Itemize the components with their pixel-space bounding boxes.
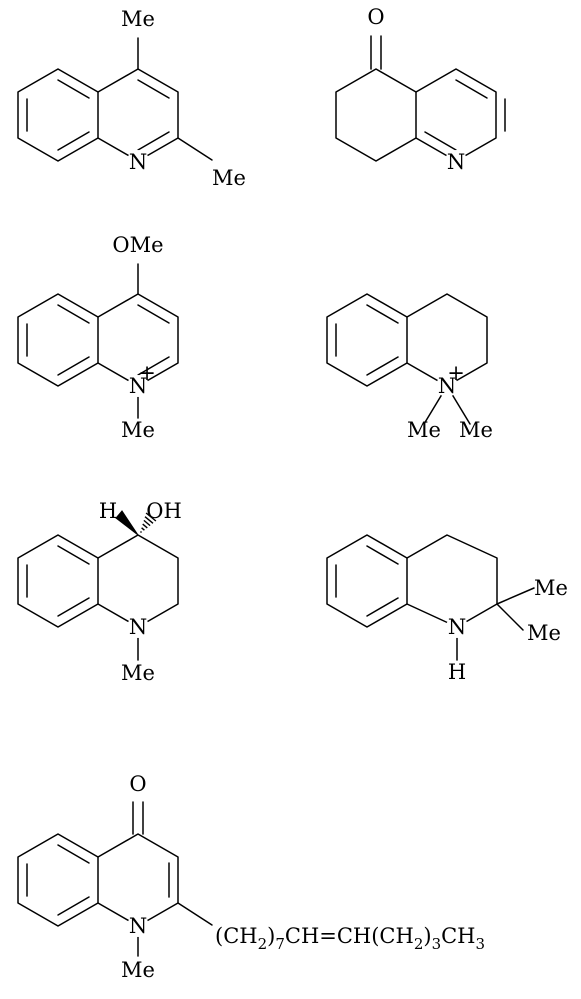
positive-charge: + [138,361,156,385]
atom-nitrogen: N [438,374,456,398]
label-methyl: Me [121,418,155,442]
atom-nitrogen: N [129,374,147,398]
wedge-bond [115,510,139,536]
atom-nitrogen: N [129,615,147,639]
atom-nitrogen: N [129,150,147,174]
molecule-dihydroquinolinone: N O [335,5,506,174]
molecule-hydroxy-methyl-tetrahydroquinoline: N H OH Me [17,499,182,685]
label-methyl: Me [527,621,561,645]
label-methyl: Me [121,661,155,685]
hashed-bond [140,512,157,533]
molecule-dimethyl-tetrahydroquinolinium: N + Me Me [326,293,493,442]
label-methoxy: OMe [112,233,163,257]
atom-nitrogen: N [448,615,466,639]
atom-oxygen: O [129,772,146,796]
label-hydrogen: H [99,499,117,523]
label-methyl: Me [121,7,155,31]
label-hydrogen: H [448,660,466,684]
label-methyl: Me [459,418,493,442]
positive-charge: + [447,361,465,385]
atom-nitrogen: N [447,150,465,174]
label-hydroxyl: OH [146,499,182,523]
atom-nitrogen: N [129,914,147,938]
label-methyl: Me [534,576,568,600]
atom-oxygen: O [367,5,384,29]
molecule-methoxy-methylquinolinium: N + OMe Me [17,233,179,442]
molecule-2-4-dimethylquinoline: N Me Me [17,7,246,190]
label-methyl: Me [212,166,246,190]
label-side-chain: (CH2)7CH=CH(CH2)3CH3 [215,924,485,953]
molecule-methyl-alkyl-quinolinone: N O Me (CH2)7CH=CH(CH2)3CH3 [17,772,485,982]
label-methyl: Me [121,958,155,982]
molecule-dimethyl-tetrahydroquinoline: N H Me Me [326,534,568,684]
label-methyl: Me [407,418,441,442]
